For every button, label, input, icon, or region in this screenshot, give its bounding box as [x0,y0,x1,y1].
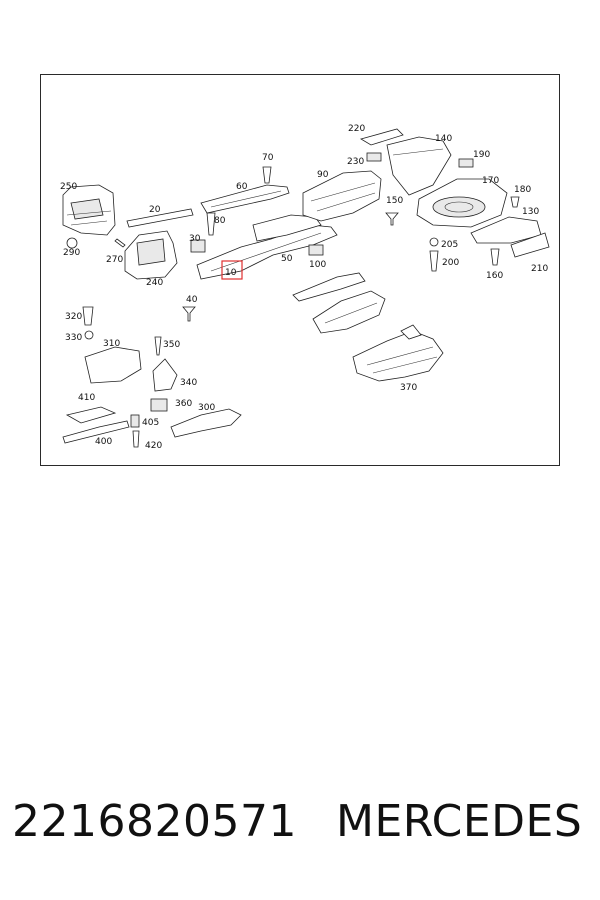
label-240: 240 [146,278,163,288]
label-30: 30 [189,234,201,244]
part-340-shape [152,358,178,392]
label-250: 250 [60,182,77,192]
label-190: 190 [473,150,490,160]
label-205: 205 [441,240,458,250]
label-420: 420 [145,441,162,451]
part-420-bolt [132,430,140,448]
part-100-clip [308,244,324,256]
label-60: 60 [236,182,248,192]
part-200-bolt [429,250,439,272]
label-350: 350 [163,340,180,350]
label-405: 405 [142,418,159,428]
parts-diagram-frame: 250 20 290 270 240 30 80 60 70 10 90 50 … [40,74,560,466]
label-230: 230 [347,157,364,167]
label-170: 170 [482,176,499,186]
label-70: 70 [262,153,274,163]
part-180-bolt [510,196,520,208]
part-300-shape [170,408,242,438]
part-90-shape [302,170,382,222]
part-number: 2216820571 [12,796,297,847]
label-340: 340 [180,378,197,388]
label-180: 180 [514,185,531,195]
part-400-shape [62,420,130,444]
part-40-screw [182,306,196,322]
label-40: 40 [186,295,198,305]
part-370-shape [352,324,444,382]
label-50: 50 [281,254,293,264]
part-410-shape [65,406,117,424]
label-150: 150 [386,196,403,206]
highlight-box-part-10 [221,260,243,280]
label-140: 140 [435,134,452,144]
label-270: 270 [106,255,123,265]
part-270-bolt [114,238,126,248]
label-160: 160 [486,271,503,281]
part-60-shape [200,184,290,214]
part-150-screw [385,212,399,226]
label-360: 360 [175,399,192,409]
part-230-clip [366,152,382,162]
label-410: 410 [78,393,95,403]
part-160-bolt [490,248,500,266]
part-220-shape [359,128,404,146]
brand-name: MERCEDES [336,796,583,847]
label-320: 320 [65,312,82,322]
part-205-washer [429,237,439,247]
part-10-shape [196,214,338,280]
part-240-shape [124,230,178,280]
part-350-bolt [154,336,162,356]
part-20-shape [126,208,194,228]
label-330: 330 [65,333,82,343]
label-20: 20 [149,205,161,215]
part-405-clip [130,414,140,428]
label-100: 100 [309,260,326,270]
label-90: 90 [317,170,329,180]
part-320-bolt [82,306,94,326]
label-10: 10 [225,268,237,278]
label-210: 210 [531,264,548,274]
part-210-shape [510,232,550,258]
label-220: 220 [348,124,365,134]
part-250-shape [62,184,116,236]
label-290: 290 [63,248,80,258]
part-80-bolt [206,212,216,236]
label-80: 80 [214,216,226,226]
parts-diagram: 250 20 290 270 240 30 80 60 70 10 90 50 … [60,124,550,451]
label-300: 300 [198,403,215,413]
part-30-clip [190,239,206,253]
part-330-nut [84,330,94,340]
label-200: 200 [442,258,459,268]
label-130: 130 [522,207,539,217]
part-190-clip [458,158,474,168]
part-360-clip [150,398,168,412]
part-310-shape [84,346,142,384]
label-310: 310 [103,339,120,349]
label-370: 370 [400,383,417,393]
part-170-shape [416,178,508,228]
part-center-lower-shapes [292,272,386,334]
part-70-bolt [262,166,272,184]
part-140-shape [386,136,452,196]
label-400: 400 [95,437,112,447]
part-290-nut [66,237,78,249]
caption: 2216820571 MERCEDES [0,796,600,866]
